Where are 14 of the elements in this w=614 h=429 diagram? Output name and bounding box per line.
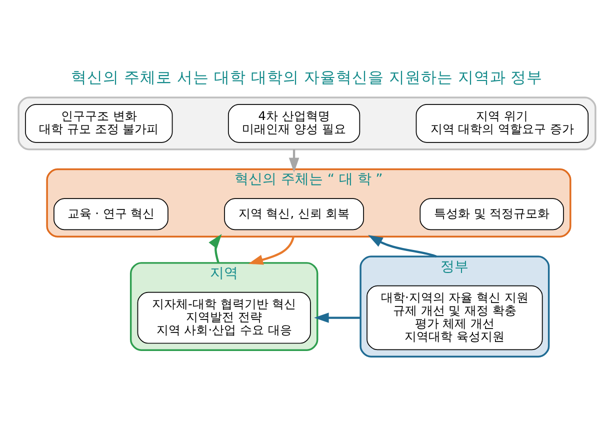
arrow bbox=[208, 234, 222, 263]
node-box: 지역 위기 지역 대학의 역할요구 증가 bbox=[416, 104, 589, 142]
node-box: 4차 산업혁명 미래인재 양성 필요 bbox=[228, 104, 360, 142]
node-box: 교육 · 연구 혁신 bbox=[54, 198, 168, 230]
arrow bbox=[288, 148, 300, 172]
diagram-title: 혁신의 주체로 서는 대학 대학의 자율혁신을 지원하는 지역과 정부 bbox=[71, 68, 543, 86]
arrow bbox=[314, 312, 361, 322]
node-box: 대학·지역의 자율 혁신 지원 규제 개선 및 재정 확충 평가 체제 개선 지역대학 육성지원 bbox=[366, 284, 543, 350]
arrow bbox=[248, 236, 295, 264]
node-box: 특성화 및 적정규모화 bbox=[420, 198, 564, 230]
cluster bbox=[18, 96, 596, 150]
node-box: 인구구조 변화 대학 규모 조정 불가피 bbox=[25, 104, 173, 142]
node-box: 지자체-대학 협력기반 혁신 지역발전 전략 지역 사회·산업 수요 대응 bbox=[137, 291, 311, 344]
node-box: 지역 혁신, 신뢰 회복 bbox=[224, 198, 364, 230]
